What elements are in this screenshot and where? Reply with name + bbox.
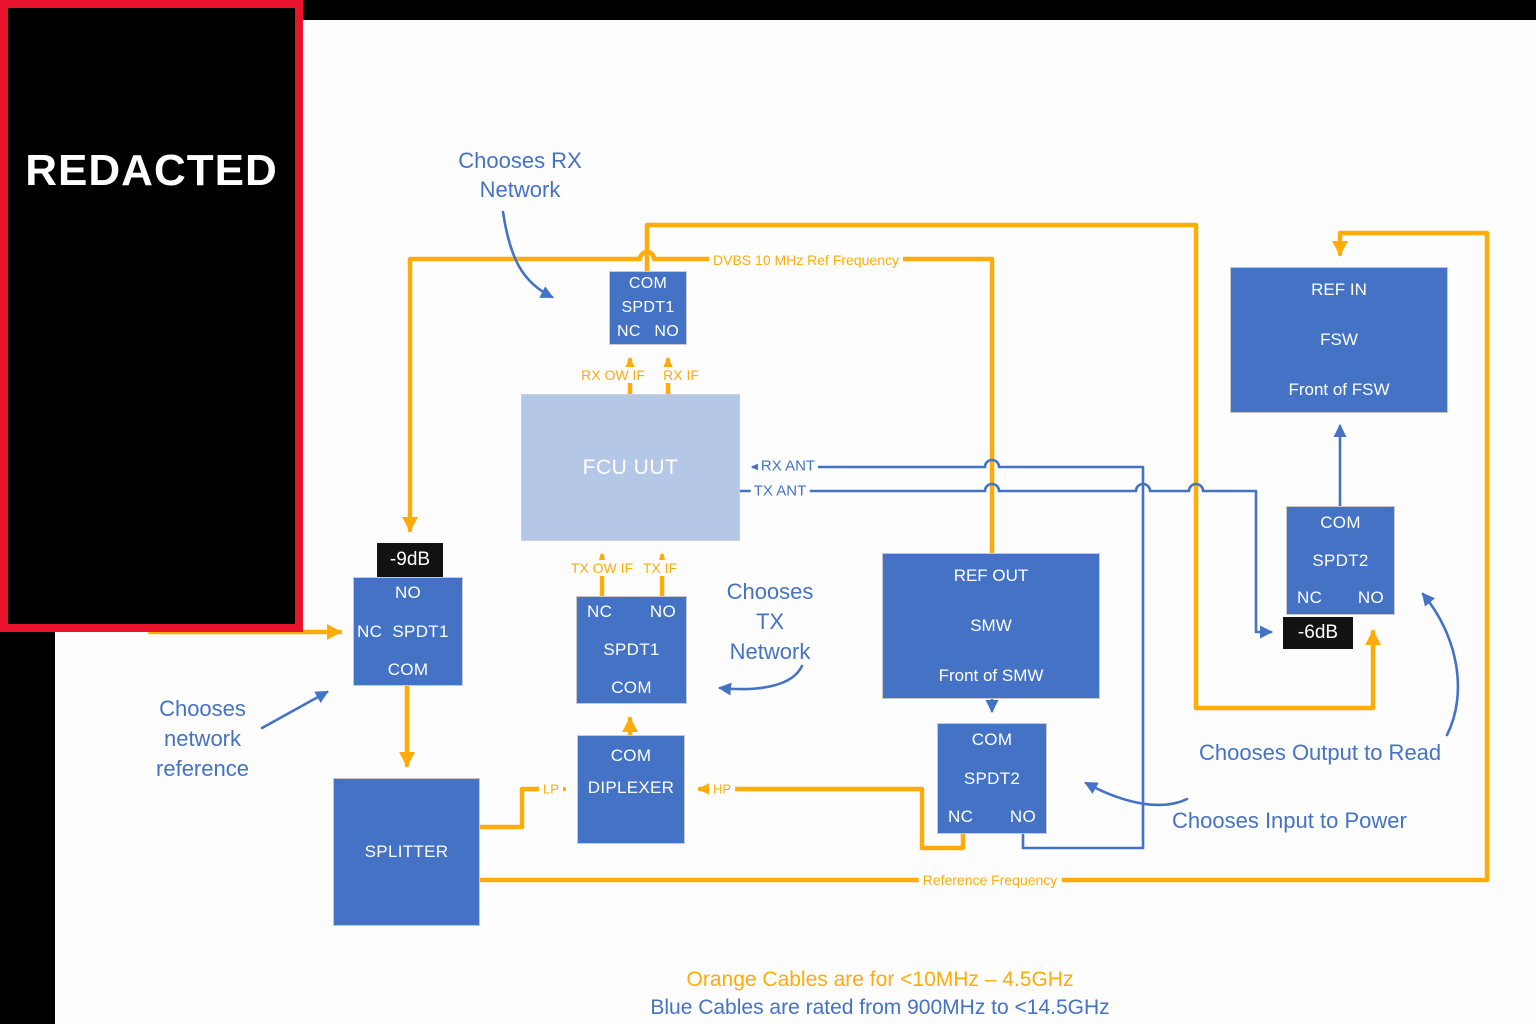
rx-ow-if-label: RX OW IF	[577, 367, 649, 383]
chooses-tx-line2: TX	[755, 609, 785, 634]
rx-if-label: RX IF	[659, 367, 703, 383]
rx-spdt1-switch: COM SPDT1 NC NO	[609, 271, 687, 345]
tx-spdt1-switch: NC NO SPDT1 COM	[576, 596, 687, 704]
smw-refout-port: REF OUT	[953, 566, 1029, 585]
rx-spdt1-nc-port: NC	[617, 323, 641, 340]
diplexer: COM DIPLEXER	[577, 735, 685, 844]
tx-spdt1-no-port: NO	[649, 602, 676, 621]
attenuator-6db-label: -6dB	[1297, 622, 1339, 643]
rx-spdt1-title: SPDT1	[621, 299, 675, 316]
chooses-rx-line2: Network	[479, 177, 561, 202]
tx-spdt1-nc-port: NC	[587, 602, 613, 621]
tx-ow-if-label: TX OW IF	[566, 560, 638, 576]
pwr-spdt2-com-port: COM	[971, 730, 1013, 749]
out-spdt2-switch: COM SPDT2 NC NO	[1286, 506, 1395, 615]
lp-label: LP	[539, 781, 563, 797]
fcu-uut-title: FCU UUT	[582, 455, 679, 479]
fsw-title: FSW	[1320, 330, 1358, 349]
tx-spdt1-com-port: COM	[611, 678, 652, 697]
fsw-subtitle: Front of FSW	[1288, 380, 1390, 399]
attenuator-9db: -9dB	[377, 543, 443, 577]
pwr-spdt2-no-port: NO	[1009, 807, 1036, 826]
fsw-analyzer: REF IN FSW Front of FSW	[1230, 267, 1448, 413]
fsw-refin-port: REF IN	[1311, 280, 1367, 299]
attenuator-9db-label: -9dB	[389, 549, 431, 570]
pwr-spdt2-switch: COM SPDT2 NC NO	[937, 723, 1047, 834]
reference-frequency-label: Reference Frequency	[918, 872, 1062, 888]
out-spdt2-com-port: COM	[1320, 513, 1361, 532]
ref-spdt1-com-port: COM	[387, 660, 429, 679]
splitter: SPLITTER	[333, 778, 480, 926]
rx-ant-label: RX ANT	[757, 457, 819, 475]
out-spdt2-no-port: NO	[1357, 588, 1384, 607]
chooses-tx-line3: Network	[729, 639, 811, 664]
ref-spdt1-no-port: NO	[394, 583, 422, 602]
chooses-rx-network-annotation: Chooses RX Network	[435, 146, 605, 204]
smw-title: SMW	[970, 616, 1012, 635]
pwr-spdt2-title: SPDT2	[963, 768, 1021, 788]
ref-spdt1-nc-port: NC	[357, 621, 383, 641]
chooses-netref-line2: network	[163, 726, 242, 751]
pwr-spdt2-nc-port: NC	[948, 807, 974, 826]
diplexer-com-port: COM	[610, 746, 652, 765]
chooses-input-to-power-annotation: Chooses Input to Power	[1172, 808, 1407, 833]
smw-subtitle: Front of SMW	[938, 666, 1044, 685]
ref-spdt1-switch: NO NC SPDT1 COM	[353, 577, 463, 686]
chooses-tx-line1: Chooses	[726, 579, 814, 604]
ref-spdt1-title: SPDT1	[392, 621, 449, 641]
rx-spdt1-no-port: NO	[654, 323, 679, 340]
redacted-overlay: REDACTED	[0, 0, 303, 632]
tx-spdt1-title: SPDT1	[603, 640, 660, 659]
orange-cable-note: Orange Cables are for <10MHz – 4.5GHz	[686, 968, 1074, 991]
tx-ant-label: TX ANT	[750, 482, 810, 500]
diplexer-title: DIPLEXER	[587, 778, 675, 797]
smw-generator: REF OUT SMW Front of SMW	[882, 553, 1100, 699]
attenuator-6db: -6dB	[1283, 617, 1353, 649]
rx-spdt1-com-port: COM	[628, 275, 668, 292]
chooses-netref-line3: reference	[156, 756, 249, 781]
splitter-title: SPLITTER	[364, 842, 449, 861]
chooses-output-to-read-annotation: Chooses Output to Read	[1199, 740, 1442, 765]
fcu-uut: FCU UUT	[521, 394, 740, 541]
cable-legend: Orange Cables are for <10MHz – 4.5GHz Bl…	[430, 968, 1330, 1020]
hp-label: HP	[708, 781, 736, 797]
chooses-network-reference-annotation: Chooses network reference	[120, 694, 285, 784]
blue-cable-note: Blue Cables are rated from 900MHz to <14…	[650, 996, 1110, 1019]
chooses-netref-line1: Chooses	[159, 696, 246, 721]
chooses-rx-line1: Chooses RX	[458, 148, 582, 173]
tx-if-label: TX IF	[638, 560, 682, 576]
out-spdt2-title: SPDT2	[1312, 550, 1369, 570]
dvbs-ref-frequency-label: DVBS 10 MHz Ref Frequency	[709, 252, 903, 268]
out-spdt2-nc-port: NC	[1297, 588, 1323, 607]
redacted-label: REDACTED	[25, 146, 278, 195]
chooses-tx-network-annotation: Chooses TX Network	[690, 577, 850, 667]
